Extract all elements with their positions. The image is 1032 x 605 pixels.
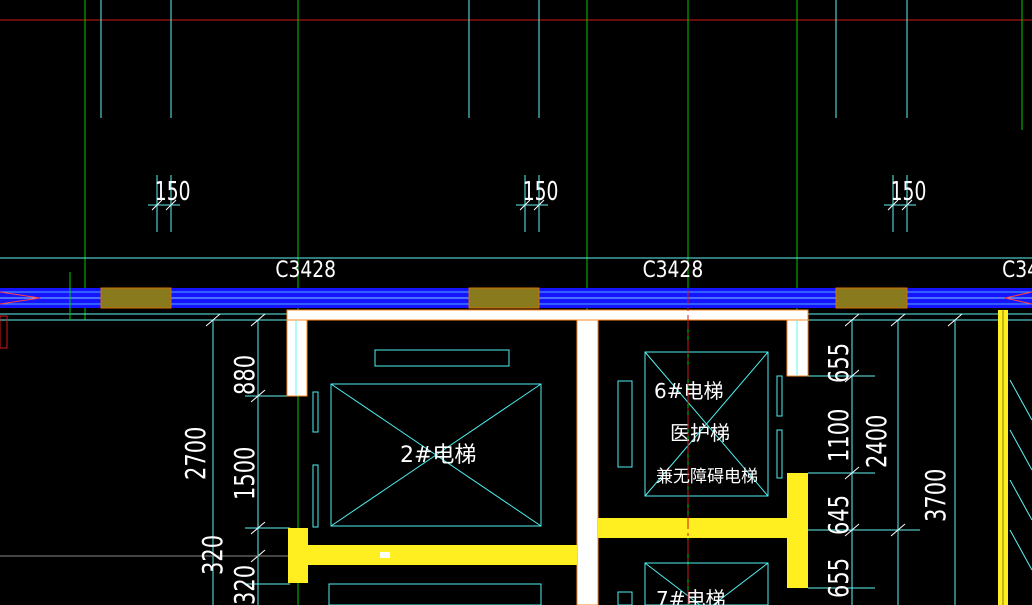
window-label-1: C3428: [275, 257, 336, 283]
dimension-150-group-2: [516, 175, 548, 232]
window-label-2: C3428: [643, 257, 704, 283]
dim-150-label-1: 150: [155, 177, 191, 207]
dimension-150-group-1: [148, 175, 180, 232]
right-wall: [998, 310, 1032, 605]
left-dim-2700: 2700: [179, 427, 212, 480]
right-dim-1100: 1100: [822, 409, 855, 462]
dim-150-label-3: 150: [891, 177, 927, 207]
column-3: [835, 287, 908, 309]
column-2: [468, 287, 540, 309]
left-dimension-lines: [205, 313, 290, 605]
left-dim-880: 880: [228, 355, 261, 395]
right-dim-655-a: 655: [822, 343, 855, 383]
yellow-slab-left: [288, 528, 577, 583]
elevator-6-line2: 医护梯: [670, 421, 730, 445]
elevator-7-label: 7#电梯: [656, 587, 725, 605]
window-label-3: C34: [1002, 257, 1032, 283]
elevator-6-line1: 6#电梯: [654, 379, 723, 403]
wall-left-stub: [286, 319, 308, 397]
column-1: [100, 287, 172, 309]
yellow-slab-right: [598, 473, 808, 588]
right-dimension-lines: [808, 313, 965, 605]
left-marker: [0, 315, 8, 349]
right-dim-655-b: 655: [822, 558, 855, 598]
right-dim-3700: 3700: [919, 469, 952, 522]
left-dim-320-b: 320: [228, 565, 261, 605]
wall-center: [576, 319, 599, 605]
elevator-6-line3: 兼无障碍电梯: [656, 467, 758, 487]
elevator-2-shaft: [312, 349, 542, 605]
right-dim-2400: 2400: [860, 415, 893, 468]
dimension-150-group-3: [884, 175, 916, 232]
elevator-2-label: 2#电梯: [400, 443, 476, 468]
left-dim-1500: 1500: [228, 447, 261, 500]
left-dim-320-a: 320: [196, 535, 229, 575]
dim-150-label-2: 150: [523, 177, 559, 207]
top-wall: [286, 309, 809, 321]
right-dim-645: 645: [822, 495, 855, 535]
elevator-6-shaft: [617, 351, 783, 605]
